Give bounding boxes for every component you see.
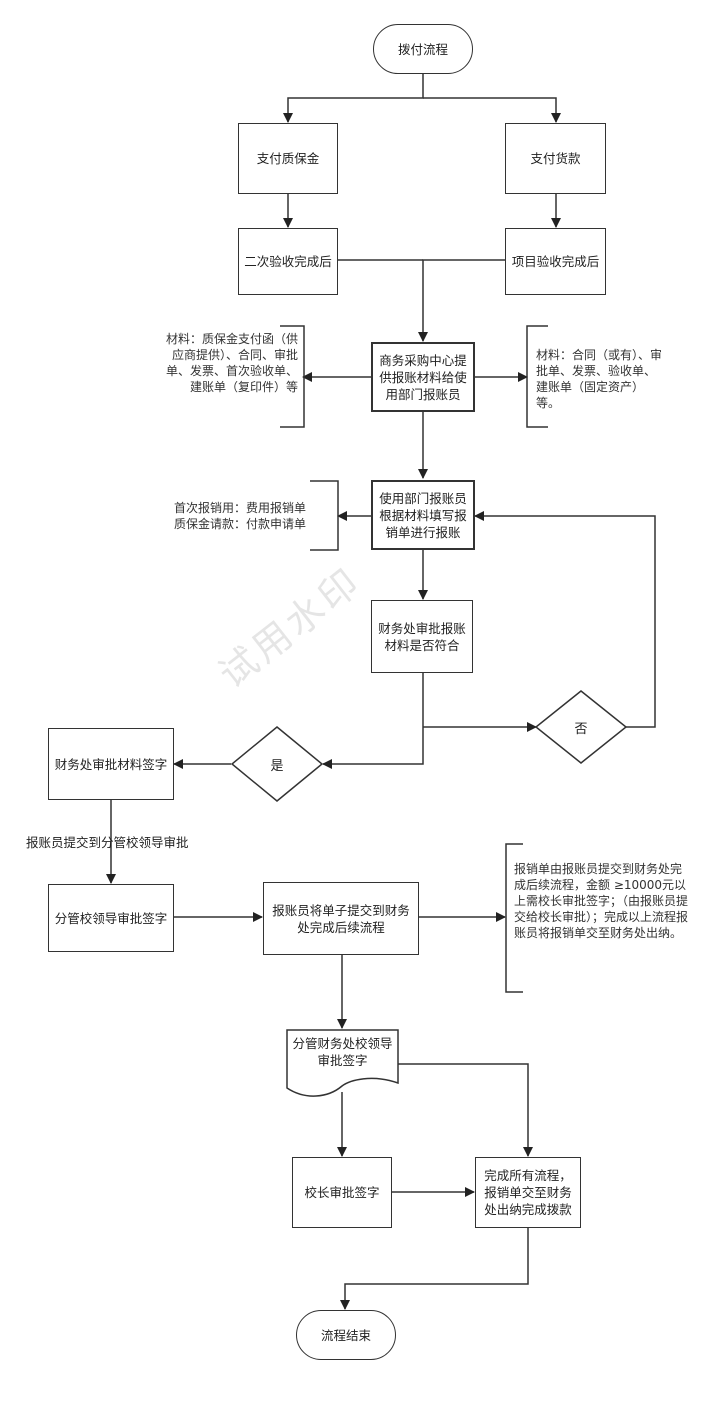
note-materials-left: 材料：质保金支付函（供应商提供）、合同、审批单、发票、首次验收单、建账单（复印件… <box>165 332 298 394</box>
edge-start-goods <box>423 97 561 123</box>
pay-goods-node[interactable]: 支付货款 <box>505 123 606 194</box>
bracket-forms <box>310 480 339 551</box>
finance-review-node[interactable]: 财务处审批报账材料是否符合 <box>371 600 473 673</box>
decision-no-label[interactable]: 否 <box>574 721 588 737</box>
decision-yes-label[interactable]: 是 <box>270 758 284 774</box>
project-acceptance-node[interactable]: 项目验收完成后 <box>505 228 606 295</box>
procurement-center-node[interactable]: 商务采购中心提供报账材料给使用部门报账员 <box>371 342 475 412</box>
bracket-submit-note <box>505 843 523 993</box>
edge-project-to-center <box>418 259 505 342</box>
note-materials-right: 材料：合同（或有）、审批单、发票、验收单、建账单（固定资产）等。 <box>536 348 663 410</box>
document-shape-finleader <box>286 1029 399 1097</box>
second-acceptance-node[interactable]: 二次验收完成后 <box>238 228 338 295</box>
pay-retention-node[interactable]: 支付质保金 <box>238 123 338 194</box>
bracket-materials-right <box>526 325 548 428</box>
complete-node[interactable]: 完成所有流程，报销单交至财务处出纳完成拨款 <box>475 1157 581 1228</box>
decision-yes-shape <box>230 726 324 802</box>
edge-no-loop <box>474 511 656 728</box>
bracket-materials-left <box>280 325 305 428</box>
note-forms-line1: 首次报销用：费用报销单 <box>173 501 306 515</box>
note-forms: 首次报销用：费用报销单 质保金请款：付款申请单 <box>146 500 306 532</box>
fill-form-node[interactable]: 使用部门报账员根据材料填写报销单进行报账 <box>371 480 475 550</box>
edge-start-split <box>283 74 424 123</box>
decision-no-shape <box>534 690 628 764</box>
start-node[interactable]: 拨付流程 <box>373 24 473 74</box>
submit-finance-node[interactable]: 报账员将单子提交到财务处完成后续流程 <box>263 882 419 955</box>
finance-sign-node[interactable]: 财务处审批材料签字 <box>48 728 174 800</box>
note-submit: 报销单由报账员提交到财务处完成后续流程，金额 ≥10000元以上需校长审批签字；… <box>514 862 689 940</box>
leader-sign-node[interactable]: 分管校领导审批签字 <box>48 884 174 952</box>
edge-label-to-leader: 报账员提交到分管校领导审批 <box>26 835 189 850</box>
president-sign-node[interactable]: 校长审批签字 <box>292 1157 392 1228</box>
edge-review-yes <box>322 673 424 769</box>
edge-finleader-complete <box>398 1063 533 1157</box>
end-node[interactable]: 流程结束 <box>296 1310 396 1360</box>
note-forms-line2: 质保金请款：付款申请单 <box>173 517 306 531</box>
finance-leader-node[interactable]: 分管财务处校领导审批签字 <box>292 1036 393 1068</box>
edge-complete-end <box>340 1228 529 1310</box>
